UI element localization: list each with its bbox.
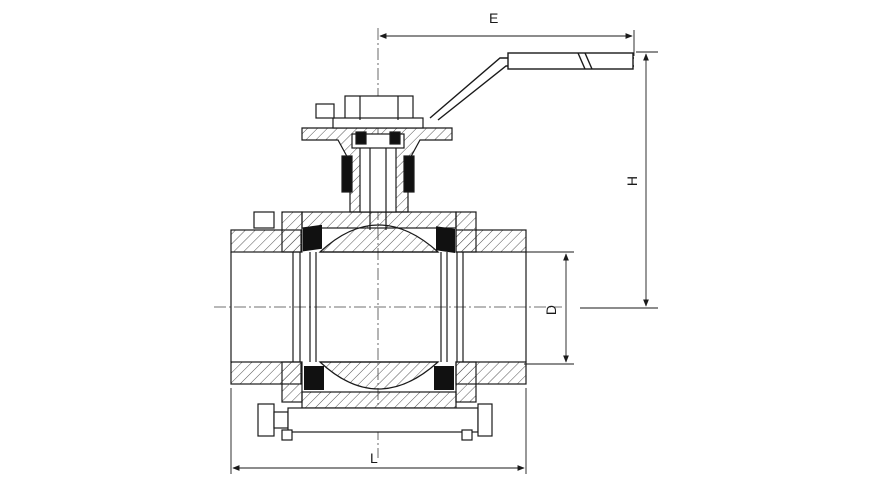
dimension-h <box>580 51 658 309</box>
dimension-l-label: L <box>370 450 378 466</box>
seat-rings <box>303 224 455 390</box>
stem-housing <box>301 127 453 230</box>
dimension-h-label: H <box>624 175 641 187</box>
gland-nut <box>315 95 424 149</box>
dimension-d-label: D <box>543 304 560 316</box>
ball <box>318 224 440 390</box>
body-bolts <box>253 211 493 441</box>
dimension-e-label: E <box>489 10 499 26</box>
valve-body <box>301 211 457 409</box>
dimension-e <box>379 30 635 56</box>
right-end-connector <box>455 211 527 403</box>
dimension-d <box>524 251 574 365</box>
dimension-l <box>230 388 527 474</box>
handle-lever <box>429 52 634 121</box>
left-end-connector <box>230 211 303 403</box>
